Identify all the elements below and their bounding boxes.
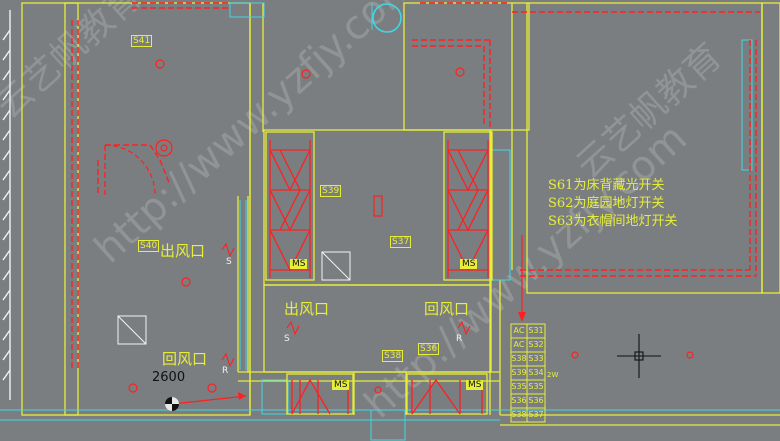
- vent-out-mark-center: S: [284, 334, 290, 344]
- vent-return-mark-center: R: [456, 334, 463, 344]
- vent-out-mark-left: S: [226, 257, 232, 267]
- switch-label-s38: S38: [382, 350, 404, 362]
- wardrobe-left: [265, 131, 315, 281]
- note-line-1: S61为床背藏光开关: [548, 178, 665, 193]
- ms-label-left: MS: [290, 259, 308, 269]
- vent-return-label-center: 回风口: [424, 300, 470, 318]
- column-circle: [372, 3, 402, 33]
- leader-arrow: [518, 235, 526, 322]
- vent-out-label-center: 出风口: [284, 300, 330, 318]
- switch-label-s36: S36: [418, 343, 440, 355]
- cove-light-strips: [71, 2, 760, 370]
- dimension-value: 2600: [152, 370, 186, 385]
- switch-label-s40: S40: [138, 240, 160, 252]
- ms-label-bottom-right: MS: [466, 380, 484, 390]
- door-swing: [104, 144, 156, 196]
- wardrobe-right: [443, 131, 493, 281]
- note-line-2: S62为庭园地灯开关: [548, 196, 665, 211]
- ms-label-bottom-left: MS: [332, 380, 350, 390]
- switch-label-s41: S41: [131, 35, 153, 47]
- vent-out-label-left: 出风口: [160, 242, 206, 260]
- light-fixtures: [128, 59, 694, 394]
- switch-label-s37: S37: [390, 236, 412, 248]
- vent-return-mark-left: R: [222, 366, 229, 376]
- vent-return-label-left: 回风口: [162, 350, 208, 368]
- crosshair-icon: [617, 334, 661, 378]
- dimension-line: [165, 392, 247, 411]
- access-panels: [117, 251, 351, 345]
- window-ladder: [2, 10, 11, 400]
- ms-label-right: MS: [460, 259, 478, 269]
- switch-label-s39: S39: [320, 185, 342, 197]
- vent-markers: [221, 242, 471, 368]
- panel-side-label: 2W: [547, 371, 559, 379]
- switch-notes: S61为床背藏光开关 S62为庭园地灯开关 S63为衣帽间地灯开关: [548, 177, 677, 231]
- note-line-3: S63为衣帽间地灯开关: [548, 214, 678, 229]
- switch-panel: [510, 323, 546, 423]
